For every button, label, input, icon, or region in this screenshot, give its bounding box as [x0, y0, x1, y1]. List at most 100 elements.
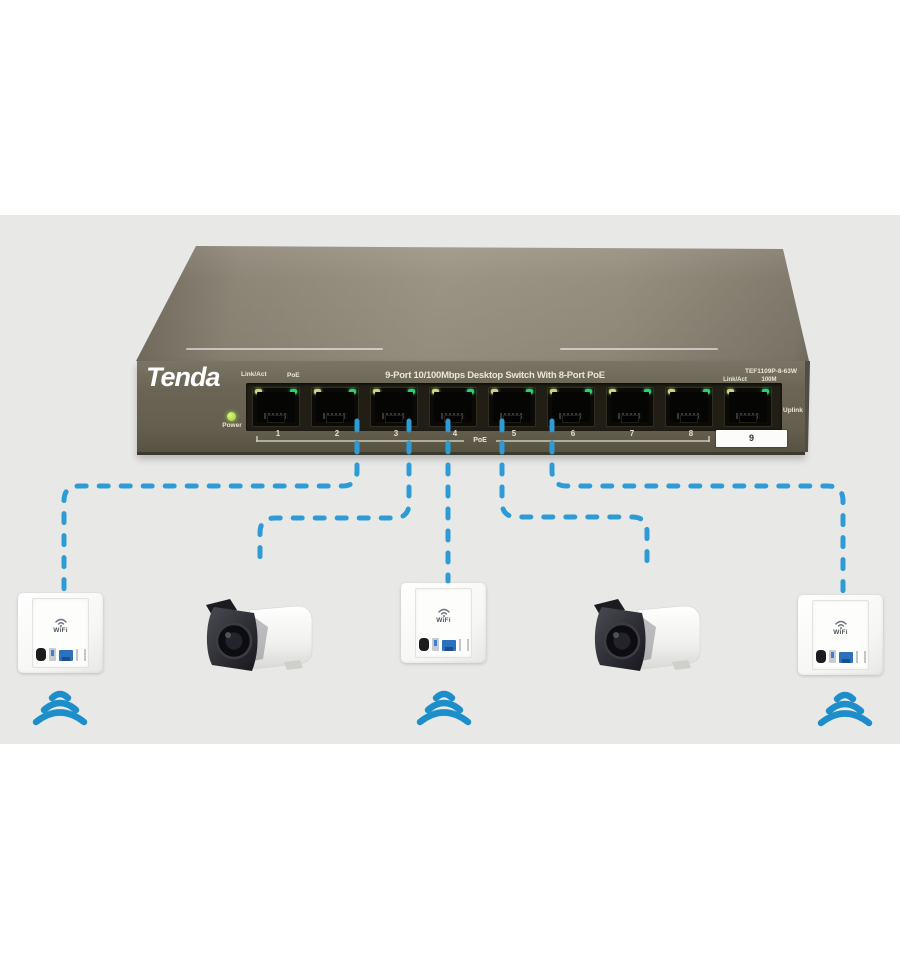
- rj45-port-5: [488, 387, 536, 427]
- poe-led: [526, 389, 533, 394]
- poe-bracket: [496, 440, 710, 442]
- vent-slots-icon: [855, 651, 866, 663]
- port-number: 8: [688, 429, 694, 438]
- ap-wifi-label: WiFi: [833, 629, 848, 636]
- poe-led: [703, 389, 710, 394]
- rj45-jack: [670, 392, 708, 423]
- usb-port-icon: [431, 638, 439, 651]
- usb-port-icon: [828, 650, 836, 663]
- product-title: 9-Port 10/100Mbps Desktop Switch With 8-…: [385, 370, 605, 381]
- poe-led: [762, 389, 769, 394]
- port-number: 9: [748, 433, 754, 443]
- rj45-jack: [257, 392, 295, 423]
- power-jack-icon: [815, 650, 826, 663]
- power-jack-icon: [35, 648, 46, 661]
- switch-top-face: [136, 246, 809, 361]
- wifi-signal-icon: [821, 695, 869, 723]
- ap-connectors: [401, 637, 486, 651]
- ap-wifi-label: WiFi: [436, 617, 451, 624]
- link-act-led: [432, 389, 439, 394]
- port-recess: [246, 383, 782, 431]
- poe-bracket: [708, 436, 710, 442]
- link-act-led: [668, 389, 675, 394]
- port-number: 4: [452, 429, 458, 438]
- link-act-led: [255, 389, 262, 394]
- wifi-badge-icon: WiFi: [798, 620, 883, 636]
- rj45-jack: [375, 392, 413, 423]
- port-number: 5: [511, 429, 517, 438]
- wifi-signal-icon: [420, 694, 468, 722]
- ip-camera-1: [204, 597, 314, 673]
- usb-port-icon: [48, 648, 56, 661]
- power-label: Power: [222, 422, 242, 429]
- poe-bracket: [256, 436, 258, 442]
- rj45-jack: [611, 392, 649, 423]
- poe-bracket: [256, 440, 464, 442]
- rj45-jack: [493, 392, 531, 423]
- rj45-port-3: [370, 387, 418, 427]
- uplink-label: Uplink: [783, 407, 803, 414]
- link-act-led: [609, 389, 616, 394]
- port-number: 2: [334, 429, 340, 438]
- port-number: 3: [393, 429, 399, 438]
- poe-cable-4: [499, 418, 650, 571]
- rj45-port-8: [665, 387, 713, 427]
- wifi-badge-icon: WiFi: [18, 618, 103, 634]
- rj45-port-9-uplink: [724, 387, 772, 427]
- link-act-label-left: Link/Act: [241, 371, 267, 378]
- wall-ap-left: WiFi: [18, 593, 103, 673]
- wall-ap-right: WiFi: [798, 595, 883, 675]
- rj45-port-7: [606, 387, 654, 427]
- rj45-jack: [316, 392, 354, 423]
- rj45-port-6: [547, 387, 595, 427]
- ethernet-port-icon: [838, 652, 853, 663]
- ap-connectors: [798, 649, 883, 663]
- model-number: TEF1109P-8-63W: [744, 368, 797, 375]
- poe-cable-1: [61, 418, 360, 593]
- poe-cable-2: [257, 418, 412, 571]
- rj45-port-1: [252, 387, 300, 427]
- poe-led: [349, 389, 356, 394]
- poe-led: [585, 389, 592, 394]
- poe-led: [408, 389, 415, 394]
- ethernet-port-icon: [58, 650, 73, 661]
- link-act-led: [727, 389, 734, 394]
- poe-group-label: PoE: [473, 437, 487, 444]
- rj45-jack: [434, 392, 472, 423]
- link-act-led: [550, 389, 557, 394]
- ap-wifi-label: WiFi: [53, 627, 68, 634]
- vent-slots-icon: [75, 649, 86, 661]
- poe-led: [467, 389, 474, 394]
- brand-logo: Tenda: [146, 362, 221, 392]
- top-highlight-line: [560, 348, 718, 350]
- ap-connectors: [18, 647, 103, 661]
- port-number: 6: [570, 429, 576, 438]
- rj45-jack: [729, 392, 767, 423]
- switch-side-face: [805, 361, 810, 452]
- wifi-signal-icon: [36, 694, 84, 722]
- vent-slots-icon: [458, 639, 469, 651]
- power-jack-icon: [418, 638, 429, 651]
- top-highlight-line: [186, 348, 383, 350]
- port-number: 1: [275, 429, 281, 438]
- poe-label-left: PoE: [287, 372, 300, 379]
- rj45-port-4: [429, 387, 477, 427]
- link-act-led: [491, 389, 498, 394]
- ip-camera-2: [592, 597, 702, 673]
- wifi-badge-icon: WiFi: [401, 608, 486, 624]
- uplink-port-label-plate: 9: [716, 430, 787, 447]
- link-act-led: [314, 389, 321, 394]
- poe-led: [290, 389, 297, 394]
- speed-label: 100M: [761, 377, 777, 383]
- port-number: 7: [629, 429, 635, 438]
- rj45-port-2: [311, 387, 359, 427]
- ethernet-port-icon: [441, 640, 456, 651]
- power-led-icon: [227, 412, 236, 421]
- poe-led: [644, 389, 651, 394]
- link-act-label-right: Link/Act: [723, 377, 747, 383]
- link-act-led: [373, 389, 380, 394]
- rj45-jack: [552, 392, 590, 423]
- wall-ap-center: WiFi: [401, 583, 486, 663]
